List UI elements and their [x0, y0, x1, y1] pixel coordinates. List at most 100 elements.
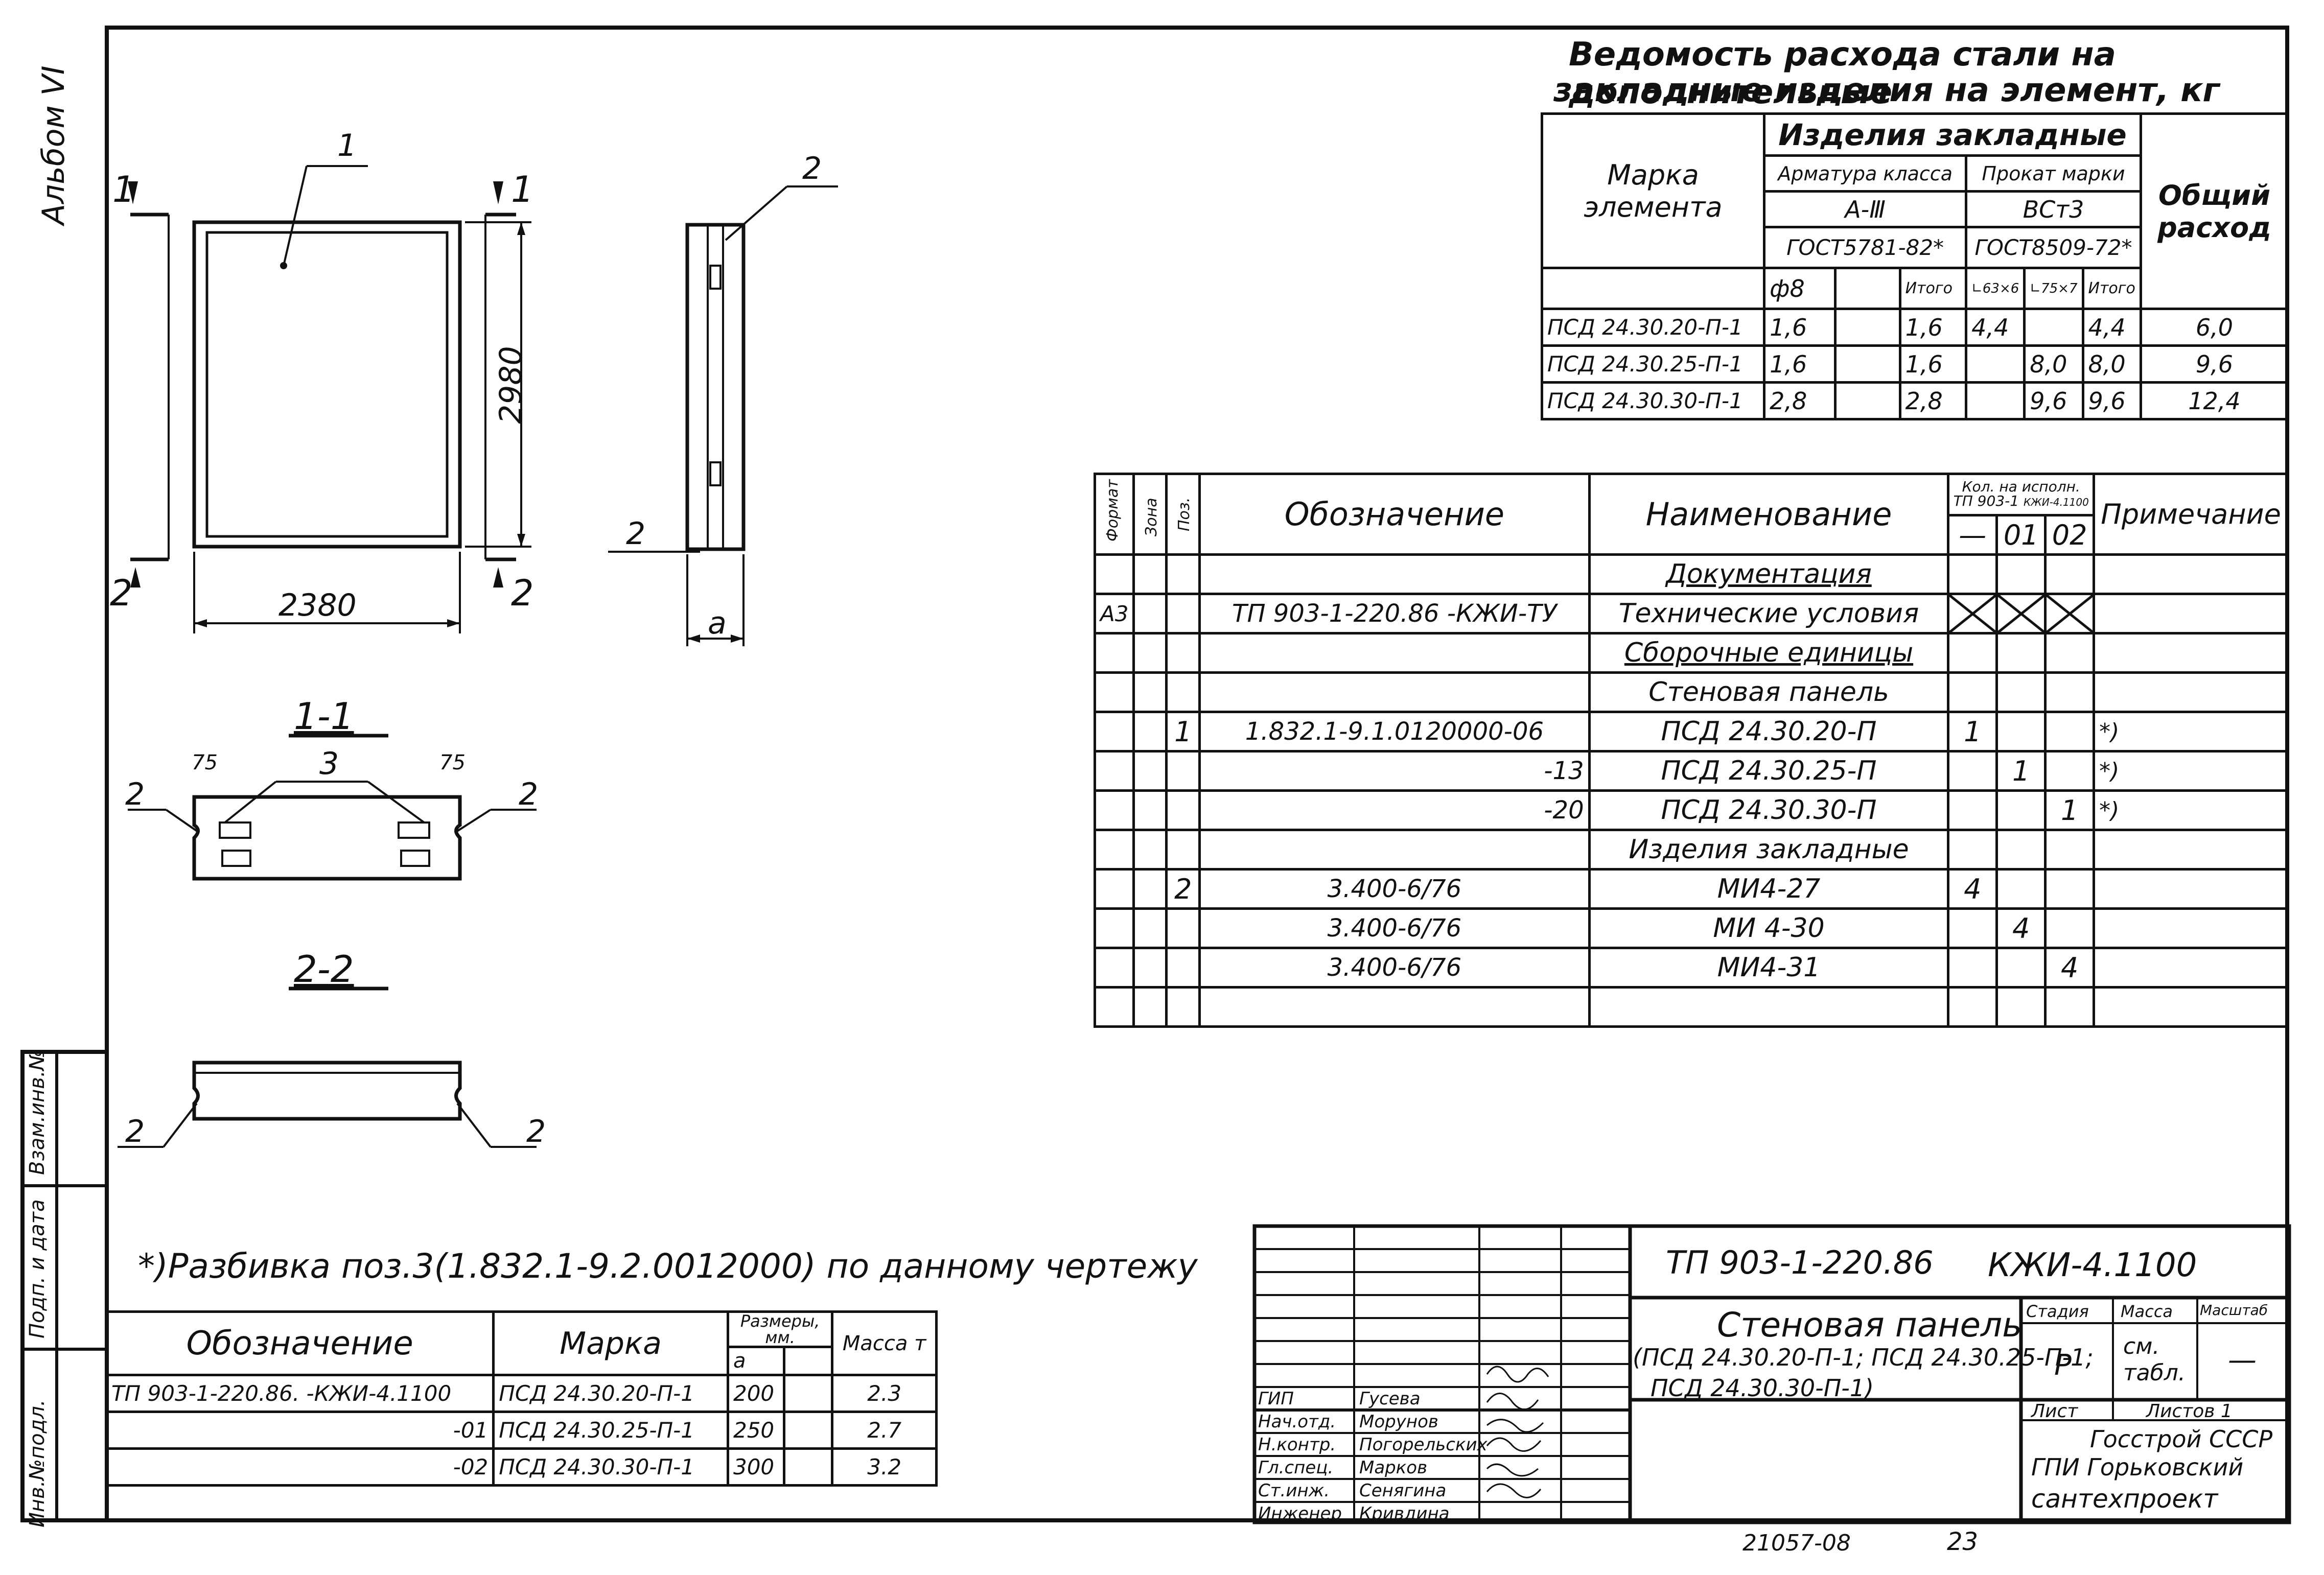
steel-table-title-1: Ведомость расхода стали на дополнительны… — [1569, 36, 2116, 111]
table-row: ТП 903-1-220.86. -КЖИ-4.1100 ПСД 24.30.2… — [104, 1374, 938, 1413]
stamp-title-1: Стеновая панель — [1717, 1305, 2023, 1345]
stamp-code: ТП 903-1-220.86 — [1666, 1244, 1934, 1281]
side-stamp-column — [20, 1050, 105, 1522]
h-rebar: Арматура класса — [1763, 154, 1968, 193]
section-1-1-pos2-right: 2 — [519, 777, 539, 812]
h-zone: Зона — [1143, 498, 1161, 536]
dim-a: а — [708, 605, 727, 641]
h-qty: Кол. на исполн. — [1962, 478, 2080, 495]
stamp-role: Гл.спец. — [1258, 1458, 1334, 1478]
panel-elevation — [192, 220, 462, 549]
section-2-2-profile — [192, 1061, 462, 1121]
dim-height: 2980 — [493, 346, 529, 424]
h-qty-sub1: ТП 903-1 — [1953, 492, 2019, 509]
stamp-role: Ст.инж. — [1258, 1480, 1330, 1501]
pos2-label-side: 2 — [626, 516, 646, 552]
table-row: -02 ПСД 24.30.30-П-1 300 3.2 — [104, 1447, 938, 1487]
table-row: ПСД 24.30.25-П-1 1,6 1,6 8,0 8,0 9,6 — [1540, 344, 2290, 384]
table-row: Стеновая панель — [1093, 671, 2289, 713]
h-name: Наименование — [1588, 473, 1950, 556]
cut2-left: 2 — [110, 572, 133, 614]
h-d8: ф8 — [1763, 267, 1837, 310]
table-row: Сборочные единицы — [1093, 632, 2289, 674]
steel-consumption-table: Марка элемента Изделия закладные Общий р… — [1540, 112, 2290, 420]
pos2-label-top: 2 — [802, 151, 822, 186]
stamp-person-name: Марков — [1359, 1458, 1428, 1478]
h-mass-mass: Масса т — [831, 1310, 938, 1376]
h-designation: Обозначение — [1198, 473, 1591, 556]
h-qty-sub2: КЖИ-4.1100 — [2023, 496, 2089, 508]
section-1-1-title: 1-1 — [294, 695, 354, 738]
h-mass-a: а — [726, 1346, 785, 1376]
dim-75-right: 75 — [439, 751, 466, 774]
h-items: Изделия закладные — [1763, 112, 2142, 157]
stamp-sheet-code: КЖИ-4.1100 — [1988, 1247, 2197, 1284]
table-row: ПСД 24.30.20-П-1 1,6 1,6 4,4 4,4 6,0 — [1540, 308, 2290, 347]
h-q0: — — [1947, 514, 1998, 556]
stamp-person-name: Погорельских — [1359, 1435, 1488, 1455]
h-steel-grade: ВСт3 — [1965, 190, 2142, 228]
stamp-role: Н.контр. — [1258, 1435, 1336, 1455]
panel-side-view — [685, 223, 746, 551]
section-1-1-pos2-left: 2 — [125, 777, 145, 812]
table-row: Документация — [1093, 553, 2289, 595]
h-mass-mark: Марка — [492, 1310, 729, 1376]
stamp-stage: Р — [2054, 1349, 2072, 1382]
steel-table-title-2: закладные изделия на элемент, кг — [1553, 72, 2220, 109]
h-blank — [1540, 267, 1766, 310]
mass-table: Обозначение Марка Размеры, мм. Масса т а… — [104, 1310, 938, 1487]
stamp-org-3: сантехпроект — [2031, 1484, 2218, 1514]
stamp-scale: — — [2228, 1344, 2257, 1377]
h-mass-des: Обозначение — [104, 1310, 495, 1376]
table-row: ПСД 24.30.30-П-1 2,8 2,8 9,6 9,6 12,4 — [1540, 381, 2290, 420]
h-l63: ∟63×6 — [1965, 267, 2026, 310]
stamp-org-1: Госстрой СССР — [2090, 1425, 2273, 1453]
h-note: Примечание — [2093, 473, 2289, 556]
specification-table: Формат Зона Поз. Обозначение Наименовани… — [1093, 473, 2289, 1028]
stamp-person-name: Гусева — [1359, 1389, 1421, 1409]
h-steel: Прокат марки — [1965, 154, 2142, 193]
stamp-person-name: Морунов — [1359, 1412, 1438, 1432]
h-q2: 02 — [2044, 514, 2096, 556]
cut2-right: 2 — [511, 572, 534, 614]
h-format: Формат — [1104, 479, 1122, 542]
h-rebar-class: А-Ⅲ — [1763, 190, 1968, 228]
stamp-person-name: Кривдина — [1359, 1503, 1450, 1524]
h-total: Общий расход — [2139, 112, 2290, 310]
stamp-h-stage: Стадия — [2026, 1302, 2089, 1321]
archive-number: 21057-08 — [1742, 1530, 1851, 1556]
stamp-h-scale: Масштаб — [2200, 1302, 2268, 1319]
h-l75: ∟75×7 — [2023, 267, 2084, 310]
h-mass-size: Размеры, мм. — [726, 1310, 834, 1348]
h-element: Марка элемента — [1540, 112, 1766, 269]
cut1-right: 1 — [511, 169, 534, 210]
stamp-mass: см. табл. — [2123, 1333, 2186, 1386]
stamp-role: Инженер — [1258, 1503, 1342, 1524]
table-row: -01 ПСД 24.30.25-П-1 250 2.7 — [104, 1411, 938, 1450]
page-number: 23 — [1947, 1527, 1979, 1556]
footnote: *)Разбивка поз.3(1.832.1-9.2.0012000) по… — [138, 1247, 1198, 1286]
stamp-person-name: Сенягина — [1359, 1480, 1447, 1501]
dim-width: 2380 — [278, 587, 357, 623]
table-row: Изделия закладные — [1093, 829, 2289, 871]
stamp-h-sheets: Листов 1 — [2146, 1401, 2233, 1422]
h-pos: Поз. — [1175, 497, 1194, 531]
stamp-h-sheet: Лист — [2031, 1401, 2078, 1422]
stamp-role: ГИП — [1258, 1389, 1294, 1409]
h-itogo: Итого — [1898, 267, 1968, 310]
stamp-role: Нач.отд. — [1258, 1412, 1336, 1432]
stamp-title-2: (ПСД 24.30.20-П-1; ПСД 24.30.25-П-1; — [1633, 1344, 2094, 1371]
section-2-2-title: 2-2 — [294, 948, 354, 991]
section-2-2-pos2-left: 2 — [125, 1114, 145, 1149]
h-q1: 01 — [1995, 514, 2047, 556]
h-steel-std: ГОСТ8509-72* — [1965, 226, 2142, 269]
cut1-left: 1 — [112, 169, 135, 210]
pos3-label: 3 — [319, 746, 339, 782]
section-1-1-profile — [192, 795, 462, 881]
